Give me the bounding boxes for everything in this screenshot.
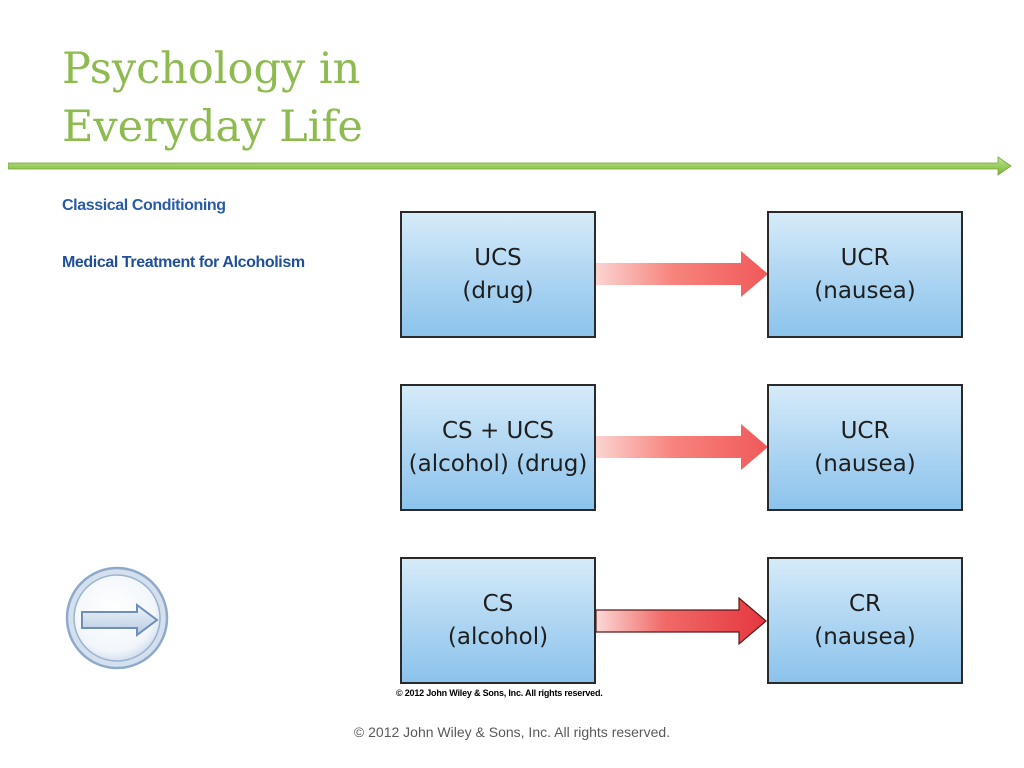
next-slide-button[interactable] [64, 565, 174, 675]
right-arrow-icon [81, 603, 159, 637]
topic-subheading: Medical Treatment for Alcoholism [62, 254, 305, 271]
figure-copyright: © 2012 John Wiley & Sons, Inc. All right… [396, 688, 603, 698]
box-sublabel: (alcohol) [447, 623, 549, 650]
slide-title-line-2: Everyday Life [62, 102, 363, 152]
slide-footer-copyright: © 2012 John Wiley & Sons, Inc. All right… [353, 724, 671, 740]
box-label: CR [848, 590, 882, 617]
box-sublabel: (nausea) [814, 277, 916, 304]
flow-arrow-3 [596, 597, 767, 646]
box-sublabel: (drug) [462, 277, 534, 304]
box-label: CS + UCS [441, 417, 555, 444]
stimulus-box-cs-ucs: CS + UCS (alcohol) (drug) [400, 384, 596, 511]
box-label: UCR [840, 417, 890, 444]
slide-title-line-1: Psychology in [62, 44, 361, 94]
box-sublabel: (alcohol) (drug) [408, 450, 588, 477]
flow-arrow-2 [596, 424, 768, 470]
box-sublabel: (nausea) [814, 623, 916, 650]
box-label: UCS [474, 244, 522, 271]
response-box-ucr-2: UCR (nausea) [767, 384, 963, 511]
title-divider-arrow [8, 156, 1012, 176]
stimulus-box-cs: CS (alcohol) [400, 557, 596, 684]
section-subheading: Classical Conditioning [62, 197, 226, 214]
box-label: UCR [840, 244, 890, 271]
box-label: CS [482, 590, 514, 617]
stimulus-box-ucs: UCS (drug) [400, 211, 596, 338]
response-box-ucr: UCR (nausea) [767, 211, 963, 338]
box-sublabel: (nausea) [814, 450, 916, 477]
response-box-cr: CR (nausea) [767, 557, 963, 684]
slide-title: Psychology in Everyday Life [62, 40, 462, 156]
flow-arrow-1 [596, 251, 768, 297]
